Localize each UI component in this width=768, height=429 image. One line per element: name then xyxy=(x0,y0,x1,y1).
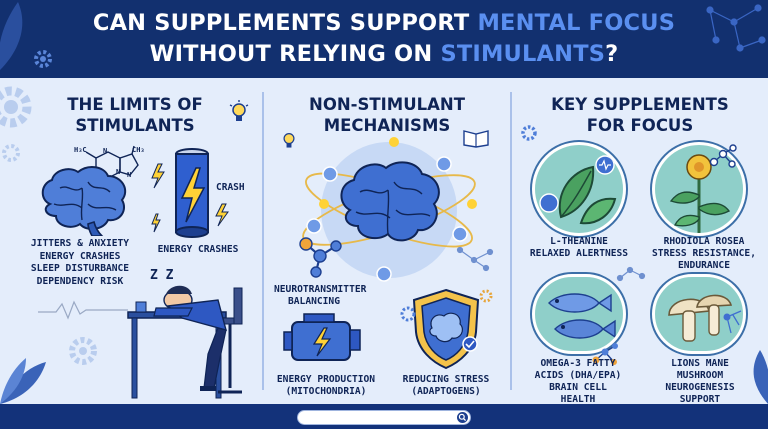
fish-icon xyxy=(548,293,616,339)
right-column-title: KEY SUPPLEMENTS FOR FOCUS xyxy=(551,95,729,135)
effect-item: SLEEP DISTURBANCE xyxy=(30,263,130,275)
sleeping-person-icon xyxy=(127,285,243,399)
neurotransmitter-caption: NEUROTRANSMITTER BALANCING xyxy=(274,284,367,307)
energy-production-caption: ENERGY PRODUCTION (MITOCHONDRIA) xyxy=(276,374,376,397)
footer-bar xyxy=(0,404,768,429)
svg-text:N: N xyxy=(103,147,107,155)
search-input[interactable] xyxy=(297,410,471,425)
gear-icon xyxy=(0,86,32,128)
svg-text:CH₃: CH₃ xyxy=(132,146,144,154)
l-theanine-circle xyxy=(532,142,626,236)
search-icon xyxy=(458,413,467,422)
heartbeat-line-icon xyxy=(38,300,128,320)
header-banner: CAN SUPPLEMENTS SUPPORT MENTAL FOCUS WIT… xyxy=(0,0,768,78)
network-icon xyxy=(616,266,646,282)
gear-icon xyxy=(69,337,97,365)
rhodiola-flower-icon xyxy=(669,154,731,233)
molecule-icon xyxy=(299,237,342,278)
gear-icon xyxy=(479,289,493,303)
book-icon xyxy=(463,130,489,148)
omega-3-circle xyxy=(532,274,626,354)
column-divider xyxy=(510,92,512,390)
molecule-icon xyxy=(709,144,737,168)
leaf-decor-icon xyxy=(0,2,23,70)
left-column-title: THE LIMITS OF STIMULANTS xyxy=(67,95,203,135)
network-icon xyxy=(456,246,494,272)
l-theanine-caption: L-THEANINE RELAXED ALERTNESS xyxy=(529,236,629,259)
energy-can-icon xyxy=(151,148,229,238)
reducing-stress-caption: REDUCING STRESS (ADAPTOGENS) xyxy=(402,374,490,397)
lightbulb-icon xyxy=(283,133,295,148)
mushroom-icon xyxy=(668,294,742,342)
page-title: CAN SUPPLEMENTS SUPPORT MENTAL FOCUS WIT… xyxy=(92,10,676,67)
leaf-decor-icon xyxy=(0,358,46,404)
gear-icon xyxy=(400,306,416,322)
gear-icon xyxy=(521,125,537,141)
energy-crashes-caption: ENERGY CRASHES xyxy=(157,244,239,255)
effect-item: JITTERS & ANXIETY xyxy=(30,238,130,249)
rhodiola-caption: RHODIOLA ROSEA STRESS RESISTANCE, ENDURA… xyxy=(652,236,756,271)
tea-leaf-icon xyxy=(539,155,617,225)
lightning-icon xyxy=(151,213,161,233)
svg-text:N: N xyxy=(127,171,131,179)
lions-mane-caption: LIONS MANE MUSHROOM NEUROGENESIS SUPPORT xyxy=(665,358,735,404)
lions-mane-circle xyxy=(652,274,746,354)
effect-item: ENERGY CRASHES xyxy=(39,250,121,262)
omega-3-caption: OMEGA-3 FATTY ACIDS (DHA/EPA) BRAIN CELL… xyxy=(534,358,622,404)
gear-icon xyxy=(2,144,20,162)
engine-icon xyxy=(283,313,361,361)
lightbulb-icon xyxy=(229,100,249,121)
effect-item: DEPENDENCY RISK xyxy=(36,275,124,287)
stimulant-effects-list: JITTERS & ANXIETY ENERGY CRASHES SLEEP D… xyxy=(14,238,146,288)
svg-text:H₃C: H₃C xyxy=(74,146,87,154)
sleep-zzz-label: Z Z xyxy=(150,268,174,283)
leaf-decor-icon xyxy=(753,350,768,404)
middle-column-title: NON-STIMULANT MECHANISMS xyxy=(309,95,465,135)
lightning-icon xyxy=(215,203,229,227)
column-divider xyxy=(262,92,264,390)
brain-icon xyxy=(41,166,127,236)
search-button[interactable] xyxy=(457,412,468,423)
shield-brain-icon xyxy=(400,288,493,370)
network-icon xyxy=(706,4,766,52)
molecule-icon xyxy=(592,343,618,365)
svg-text:N: N xyxy=(116,168,120,176)
lightning-icon xyxy=(151,163,165,189)
gear-icon xyxy=(34,50,52,68)
crash-label: CRASH xyxy=(216,182,245,193)
lightning-icon xyxy=(312,327,332,357)
rhodiola-circle xyxy=(652,142,746,236)
brain-orbit-icon xyxy=(302,137,477,282)
